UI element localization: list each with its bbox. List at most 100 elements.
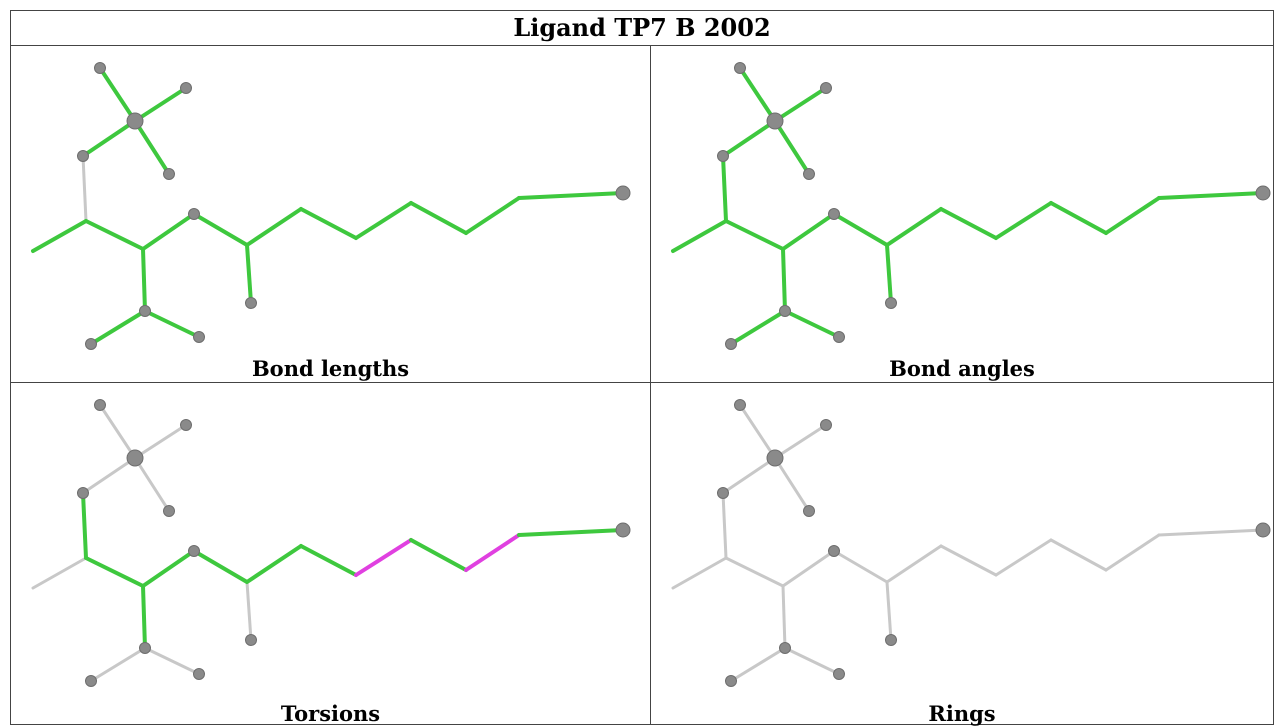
bond-C12-C13	[245, 207, 303, 247]
atom-C10	[615, 185, 631, 201]
bond-C2-O5	[81, 456, 137, 495]
bond-C12-C9	[245, 243, 253, 305]
bond-C16-C17	[464, 533, 521, 572]
bond-C17-C10	[517, 191, 625, 200]
bond-C15-C16	[409, 538, 468, 572]
bond-O7-C12	[192, 212, 249, 247]
bond-O1-C2	[738, 403, 777, 460]
atom-O1	[734, 399, 746, 411]
atom-C2	[766, 449, 784, 467]
bond-C8-O11	[141, 584, 147, 650]
bond-O3-C2	[773, 86, 828, 123]
molecule-rings	[671, 399, 1271, 687]
bond-C6-C8	[84, 556, 145, 588]
atom-O7	[188, 208, 200, 220]
bond-C14-C15	[354, 201, 413, 240]
bond-O7-C12	[832, 212, 889, 247]
bond-O11-O18	[89, 309, 147, 346]
panel-rings: Rings	[651, 383, 1273, 726]
bond-C8-O7	[141, 212, 196, 251]
bond-O11-O19	[143, 309, 201, 339]
panel-bond-angles: Bond angles	[651, 46, 1273, 383]
atom-O5	[717, 487, 729, 499]
bond-C12-C13	[245, 544, 303, 584]
bond-O11-O18	[729, 309, 787, 346]
bond-C2-O4	[773, 119, 811, 176]
bond-C8-O7	[781, 549, 836, 588]
bond-C13-C14	[299, 207, 358, 240]
atom-O18	[725, 675, 737, 687]
atom-O7	[828, 545, 840, 557]
atom-O19	[833, 668, 845, 680]
bond-O1-C2	[738, 66, 777, 123]
bond-C12-C9	[885, 243, 893, 305]
atom-O11	[139, 305, 151, 317]
bond-C20-C6	[671, 219, 728, 253]
bond-C6-C8	[84, 219, 145, 251]
atom-O11	[779, 305, 791, 317]
bond-C8-O11	[141, 247, 147, 313]
bond-C16-C17	[1104, 533, 1161, 572]
atom-O3	[820, 82, 832, 94]
atom-O4	[163, 505, 175, 517]
bond-C2-O5	[81, 119, 137, 158]
bond-C14-C15	[354, 538, 413, 577]
bond-C12-C13	[885, 207, 943, 247]
caption-bond-angles: Bond angles	[889, 356, 1035, 381]
bond-C6-C8	[724, 219, 785, 251]
bond-O3-C2	[773, 423, 828, 460]
bond-C13-C14	[299, 544, 358, 577]
bond-O11-O19	[783, 646, 841, 676]
bond-O3-C2	[133, 423, 188, 460]
bond-O11-O18	[89, 646, 147, 683]
bond-C2-O4	[133, 119, 171, 176]
bond-C6-C8	[724, 556, 785, 588]
molecule-bond-lengths	[31, 62, 631, 350]
atom-C10	[1255, 185, 1271, 201]
atom-O3	[820, 419, 832, 431]
bond-C16-C17	[464, 196, 521, 235]
atom-O11	[139, 642, 151, 654]
atom-O5	[717, 150, 729, 162]
atom-O5	[77, 487, 89, 499]
molecule-bond-angles	[671, 62, 1271, 350]
bond-C16-C17	[1104, 196, 1161, 235]
atom-O1	[94, 62, 106, 74]
bond-C8-O11	[781, 247, 787, 313]
atom-O3	[180, 82, 192, 94]
atom-O1	[734, 62, 746, 74]
bond-O5-C6	[721, 154, 728, 223]
bond-O5-C6	[81, 154, 88, 223]
atom-C2	[126, 112, 144, 130]
bond-O3-C2	[133, 86, 188, 123]
bond-C17-C10	[1157, 191, 1265, 200]
bond-C2-O4	[133, 456, 171, 513]
atom-C10	[615, 522, 631, 538]
atom-C2	[126, 449, 144, 467]
atom-O19	[193, 668, 205, 680]
bond-O11-O18	[729, 646, 787, 683]
bond-C2-O5	[721, 119, 777, 158]
atom-O19	[833, 331, 845, 343]
bond-C13-C14	[939, 544, 998, 577]
bond-C14-C15	[994, 201, 1053, 240]
atom-O19	[193, 331, 205, 343]
molecule-torsions	[31, 399, 631, 687]
bond-C12-C9	[885, 580, 893, 642]
bond-O5-C6	[81, 491, 88, 560]
bond-O1-C2	[98, 66, 137, 123]
caption-rings: Rings	[928, 701, 996, 726]
atom-C9	[245, 297, 257, 309]
atom-O18	[85, 338, 97, 350]
figure-title: Ligand TP7 B 2002	[11, 11, 1273, 46]
caption-torsions: Torsions	[280, 701, 381, 726]
atom-O5	[77, 150, 89, 162]
atom-O4	[803, 168, 815, 180]
bond-C12-C9	[245, 580, 253, 642]
bond-C20-C6	[31, 219, 88, 253]
bond-C2-O4	[773, 456, 811, 513]
bond-C15-C16	[409, 201, 468, 235]
bond-O11-O19	[783, 309, 841, 339]
panel-bond-lengths: Bond lengths	[11, 46, 651, 383]
atom-O3	[180, 419, 192, 431]
